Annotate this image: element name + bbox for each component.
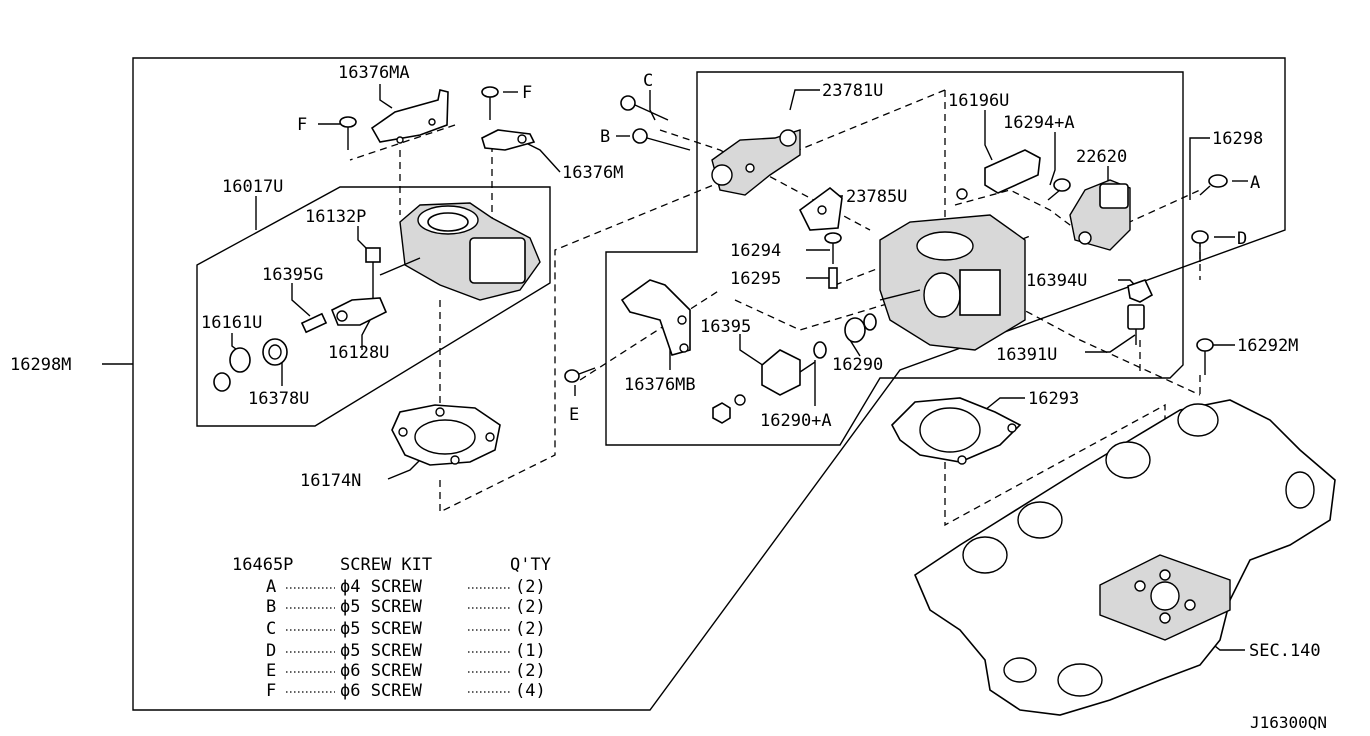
screw-B [632, 128, 691, 151]
screw-kit-row-key: E [266, 661, 276, 681]
valve-16128U [330, 297, 388, 326]
dashpot-16395 [712, 349, 816, 424]
label-E-mid: E [569, 405, 579, 425]
label-16293: 16293 [1028, 389, 1079, 409]
screw-kit-row-desc: ϕ5 SCREW [340, 641, 423, 661]
intake-manifold-sec140 [914, 399, 1336, 716]
screw-kit-row-qty: (2) [515, 577, 546, 597]
label-16132P: 16132P [305, 207, 366, 227]
screw-kit-row-qty: (2) [515, 619, 546, 639]
screw-kit-row-qty: (2) [515, 661, 546, 681]
throttle-body-16017U [379, 202, 541, 301]
bracket-16376MB [620, 279, 691, 356]
screw-kit-row-key: F [266, 681, 276, 701]
label-16292M: 16292M [1237, 336, 1298, 356]
screw-E [564, 367, 596, 383]
label-23781U: 23781U [822, 81, 883, 101]
screw-C [620, 95, 669, 121]
label-F-right: F [522, 83, 532, 103]
clip-16394U [1127, 279, 1154, 303]
screw-kit-row-desc: ϕ5 SCREW [340, 597, 423, 617]
label-16298: 16298 [1212, 129, 1263, 149]
seal-16378U [262, 338, 288, 366]
label-A-top: A [1250, 173, 1260, 193]
label-16378U: 16378U [248, 389, 309, 409]
label-16298M: 16298M [10, 355, 71, 375]
label-16290: 16290 [832, 355, 883, 375]
throttle-chamber-16298 [879, 214, 1026, 351]
spring-16395G [300, 312, 328, 334]
screw-D [1191, 230, 1209, 262]
stud-16292M [1196, 338, 1214, 375]
label-16395G: 16395G [262, 265, 323, 285]
screw-kit-row-key: A [266, 577, 276, 597]
assembly-border-16298 [605, 71, 1184, 446]
screw-kit-row-key: D [266, 641, 276, 661]
label-D-top: D [1237, 229, 1247, 249]
label-16174N: 16174N [300, 471, 361, 491]
label-16295: 16295 [730, 269, 781, 289]
assembly-border-16298M [132, 57, 1286, 711]
label-16161U: 16161U [201, 313, 262, 333]
cap-16161U [213, 347, 251, 392]
screw-kit-part-no: 16465P [232, 555, 293, 575]
screw-kit-row-desc: ϕ4 SCREW [340, 577, 423, 597]
clip-16376M [481, 129, 536, 151]
screw-kit-row-desc: ϕ6 SCREW [340, 661, 423, 681]
label-16391U: 16391U [996, 345, 1057, 365]
bracket-16376MA [370, 89, 449, 144]
screw-kit-row-qty: (1) [515, 641, 546, 661]
screw-kit-qty-header: Q'TY [510, 555, 551, 575]
screw-kit-row-desc: ϕ6 SCREW [340, 681, 423, 701]
spring-16290A [813, 341, 827, 359]
label-16376M: 16376M [562, 163, 623, 183]
iac-valve-23781U [711, 129, 801, 196]
screw-kit-row-key: C [266, 619, 276, 639]
gasket-23785U [798, 186, 843, 231]
label-16395: 16395 [700, 317, 751, 337]
screw-kit-row-key: B [266, 597, 276, 617]
label-16196U: 16196U [948, 91, 1009, 111]
assembly-dashed-lines [349, 89, 1201, 560]
screw-A [1199, 174, 1228, 196]
gasket-16293 [891, 397, 1022, 465]
screw-16294 [824, 232, 842, 264]
screw-kit-row-desc: ϕ5 SCREW [340, 619, 423, 639]
label-SEC140: SEC.140 [1249, 641, 1321, 661]
label-16376MA: 16376MA [338, 63, 410, 83]
tps-22620 [1069, 179, 1131, 251]
screw-F-right [481, 86, 499, 120]
label-16376MB: 16376MB [624, 375, 696, 395]
label-16017U: 16017U [222, 177, 283, 197]
screw-kit-row-qty: (2) [515, 597, 546, 617]
nut-16132P [365, 247, 381, 300]
screw-F-left [339, 116, 357, 150]
screw-kit-table: 16465P SCREW KIT Q'TY A ϕ4 SCREW (2) B ϕ… [232, 555, 551, 701]
label-16128U: 16128U [328, 343, 389, 363]
washer-16295 [828, 267, 838, 289]
screw-16294A [1047, 178, 1071, 201]
label-F-left: F [297, 115, 307, 135]
label-22620: 22620 [1076, 147, 1127, 167]
label-16294: 16294 [730, 241, 781, 261]
label-16394U: 16394U [1026, 271, 1087, 291]
label-23785U: 23785U [846, 187, 907, 207]
label-B-top: B [600, 127, 610, 147]
sensor-16391U [1127, 304, 1145, 345]
sensor-16196U [956, 149, 1041, 200]
label-C-top: C [643, 71, 653, 91]
subassembly-box-16017U [196, 186, 551, 427]
screw-kit-row-qty: (4) [515, 681, 546, 701]
spring-16290 [844, 313, 877, 343]
diagram-id: J16300QN [1250, 713, 1327, 732]
label-16290A: 16290+A [760, 411, 832, 431]
gasket-16174N [391, 404, 501, 466]
screw-kit-title: SCREW KIT [340, 555, 432, 575]
label-16294A: 16294+A [1003, 113, 1075, 133]
